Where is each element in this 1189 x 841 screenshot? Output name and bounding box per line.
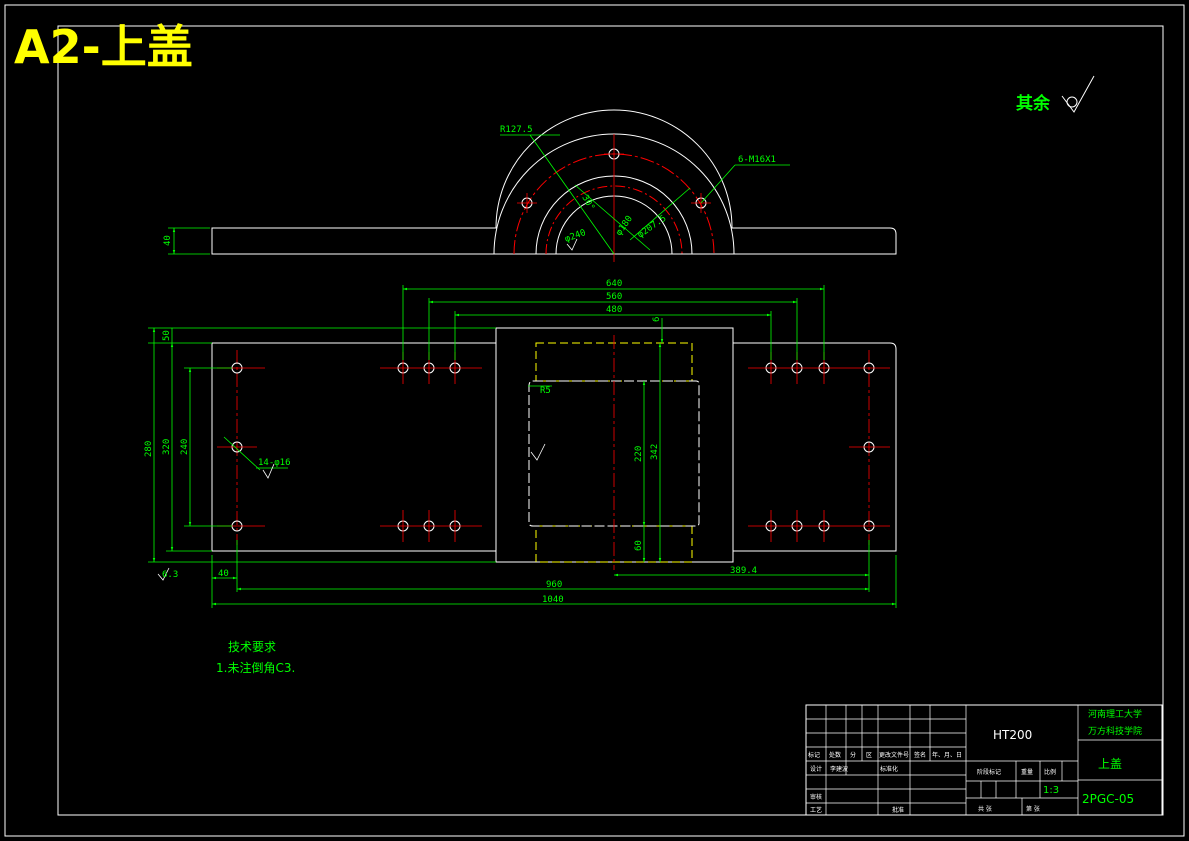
tb-approve: 批准	[892, 806, 904, 814]
tb-row-4: 更改文件号	[879, 751, 909, 759]
dim-1040: 1040	[542, 595, 564, 605]
tb-scale: 1:3	[1043, 785, 1059, 796]
tech-heading: 技术要求	[228, 640, 276, 654]
tech-item-1: 1.未注倒角C3.	[216, 660, 295, 675]
tb-row-3: 区	[866, 752, 872, 759]
tb-school-2: 万方科技学院	[1088, 725, 1142, 737]
tb-row-0: 标记	[808, 751, 820, 759]
tb-craft: 工艺	[810, 806, 822, 814]
tb-stage: 阶段标记	[977, 768, 1001, 776]
tb-row-5: 签名	[914, 751, 926, 759]
corner-title: A2-上盖	[14, 20, 193, 74]
tb-material: HT200	[993, 728, 1032, 742]
tb-row-1: 处数	[829, 751, 841, 759]
outer-frame	[4, 4, 1185, 837]
tb-school-1: 河南理工大学	[1088, 708, 1142, 720]
label-bolt-circle: φ207.5	[636, 214, 668, 241]
tb-std: 标准化	[880, 765, 898, 773]
tb-designer: 设计	[810, 765, 822, 773]
tb-sheet-no: 第 张	[1026, 805, 1040, 813]
dim-389: 389.4	[730, 566, 757, 576]
dim-60: 60	[634, 540, 644, 551]
tb-row-6: 年、月、日	[932, 751, 962, 759]
top-view: R127.5 6-M16X1 φ207.5 φ180 φ240 30° 40	[163, 109, 897, 262]
dim-240: 240	[180, 439, 190, 455]
tb-drawing-no: 2PGC-05	[1082, 792, 1134, 806]
dim-50: 50	[162, 330, 172, 341]
label-thread: 6-M16X1	[738, 155, 776, 165]
dim-40: 40	[218, 569, 229, 579]
tb-designer-name: 李建波	[830, 765, 848, 773]
tb-sheets-total: 共 张	[978, 805, 992, 813]
dim-220: 220	[634, 446, 644, 462]
roughness-symbol-icon	[1061, 75, 1095, 113]
dim-342: 342	[650, 444, 660, 460]
tb-weight: 重量	[1021, 768, 1033, 776]
dim-960: 960	[546, 580, 562, 590]
front-view: 640 560 480 6 50 280 320 240 220 342 60 …	[144, 238, 897, 608]
dim-640: 640	[606, 279, 622, 289]
label-radius: R127.5	[500, 125, 533, 135]
label-fillet: R5	[540, 386, 551, 396]
title-block: HT200 河南理工大学 万方科技学院 上盖 2PGC-05 1:3 阶段标记 …	[805, 704, 1163, 816]
label-ra: 6.3	[162, 570, 178, 580]
dim-320: 320	[162, 439, 172, 455]
label-holes: 14-φ16	[258, 458, 291, 468]
roughness-marks	[157, 238, 578, 581]
dim-560: 560	[606, 292, 622, 302]
dim-280: 280	[144, 441, 154, 457]
tb-row-2: 分	[850, 751, 856, 759]
tb-check: 审核	[810, 793, 822, 801]
label-small-angle: 30°	[579, 194, 596, 213]
surface-note: 其余	[1016, 93, 1051, 114]
dim-480: 480	[606, 305, 622, 315]
dim-6: 6	[652, 317, 662, 322]
inner-frame	[57, 25, 1164, 816]
tb-ratio: 比例	[1044, 768, 1056, 776]
label-thickness: 40	[163, 235, 173, 246]
tb-part-name: 上盖	[1098, 757, 1122, 771]
